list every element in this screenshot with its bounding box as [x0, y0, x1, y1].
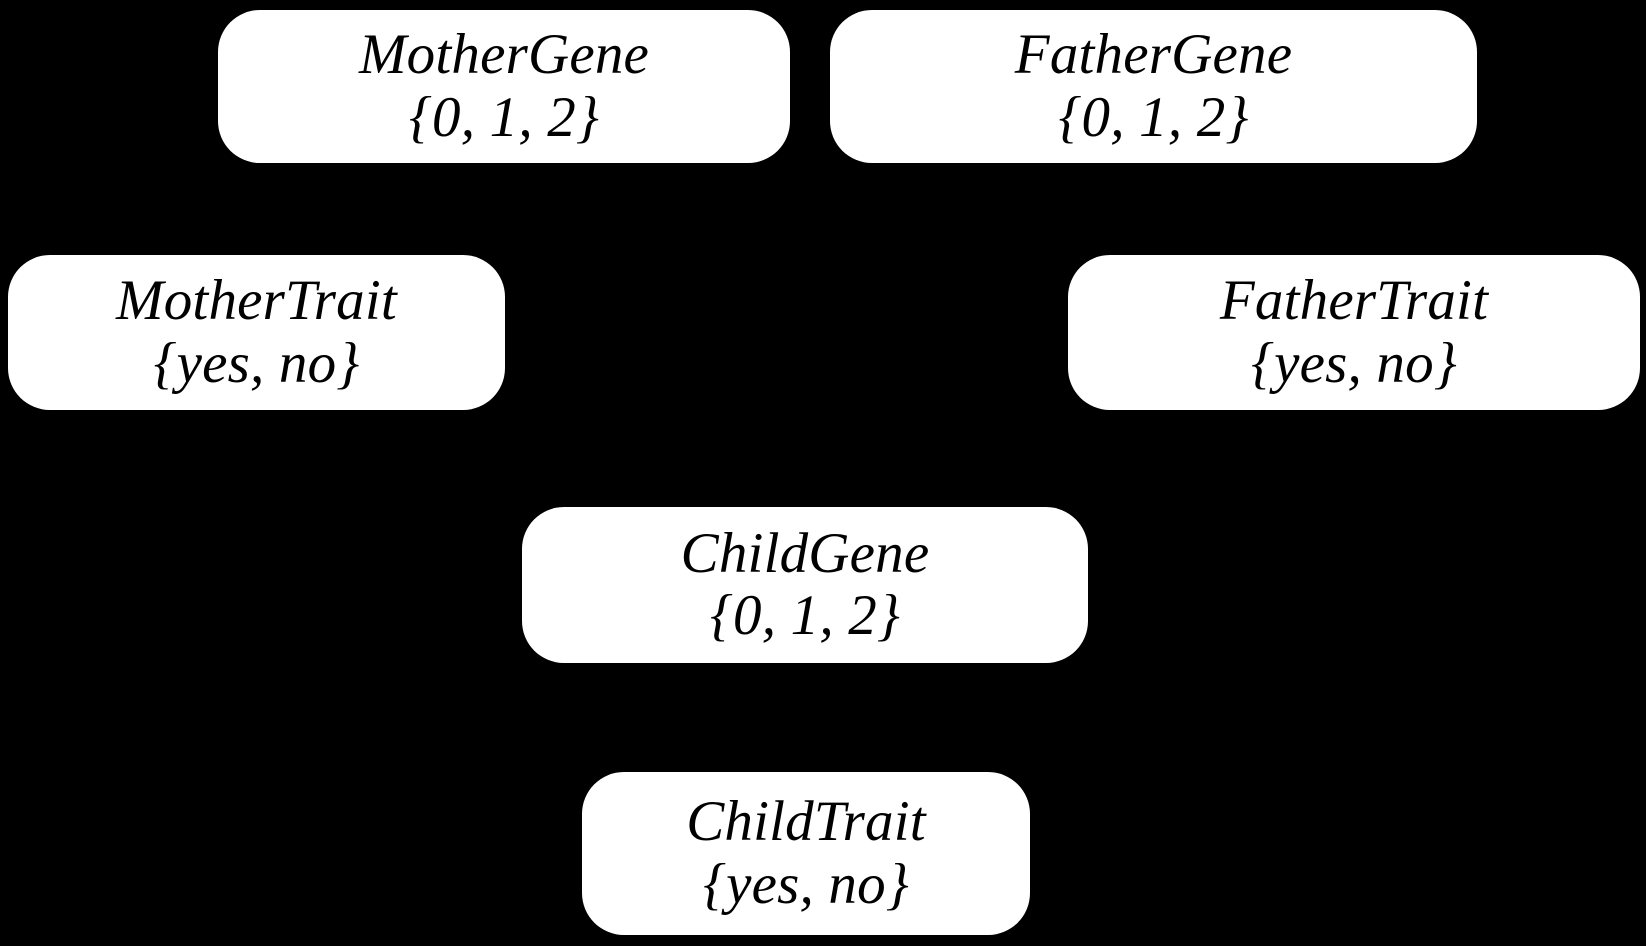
node-mother-trait[interactable]: MotherTrait {yes, no} [8, 255, 505, 410]
node-father-trait-label: FatherTrait [1219, 269, 1489, 333]
node-father-gene-label: FatherGene [1014, 23, 1293, 87]
node-mother-trait-label: MotherTrait [116, 269, 397, 333]
node-father-trait-domain: {yes, no} [1251, 331, 1457, 395]
node-mother-gene-label: MotherGene [358, 23, 650, 87]
node-mother-gene[interactable]: MotherGene {0, 1, 2} [218, 10, 790, 163]
node-father-gene[interactable]: FatherGene {0, 1, 2} [830, 10, 1477, 163]
node-father-trait[interactable]: FatherTrait {yes, no} [1068, 255, 1640, 410]
node-child-trait[interactable]: ChildTrait {yes, no} [582, 772, 1030, 935]
node-child-gene-domain: {0, 1, 2} [710, 584, 900, 647]
node-child-trait-label: ChildTrait [686, 790, 926, 854]
node-mother-gene-domain: {0, 1, 2} [409, 85, 599, 149]
node-father-gene-domain: {0, 1, 2} [1058, 85, 1249, 149]
node-child-gene-label: ChildGene [680, 521, 930, 585]
node-child-trait-domain: {yes, no} [703, 852, 909, 916]
node-mother-trait-domain: {yes, no} [153, 331, 360, 395]
node-child-gene[interactable]: ChildGene {0, 1, 2} [522, 507, 1088, 663]
